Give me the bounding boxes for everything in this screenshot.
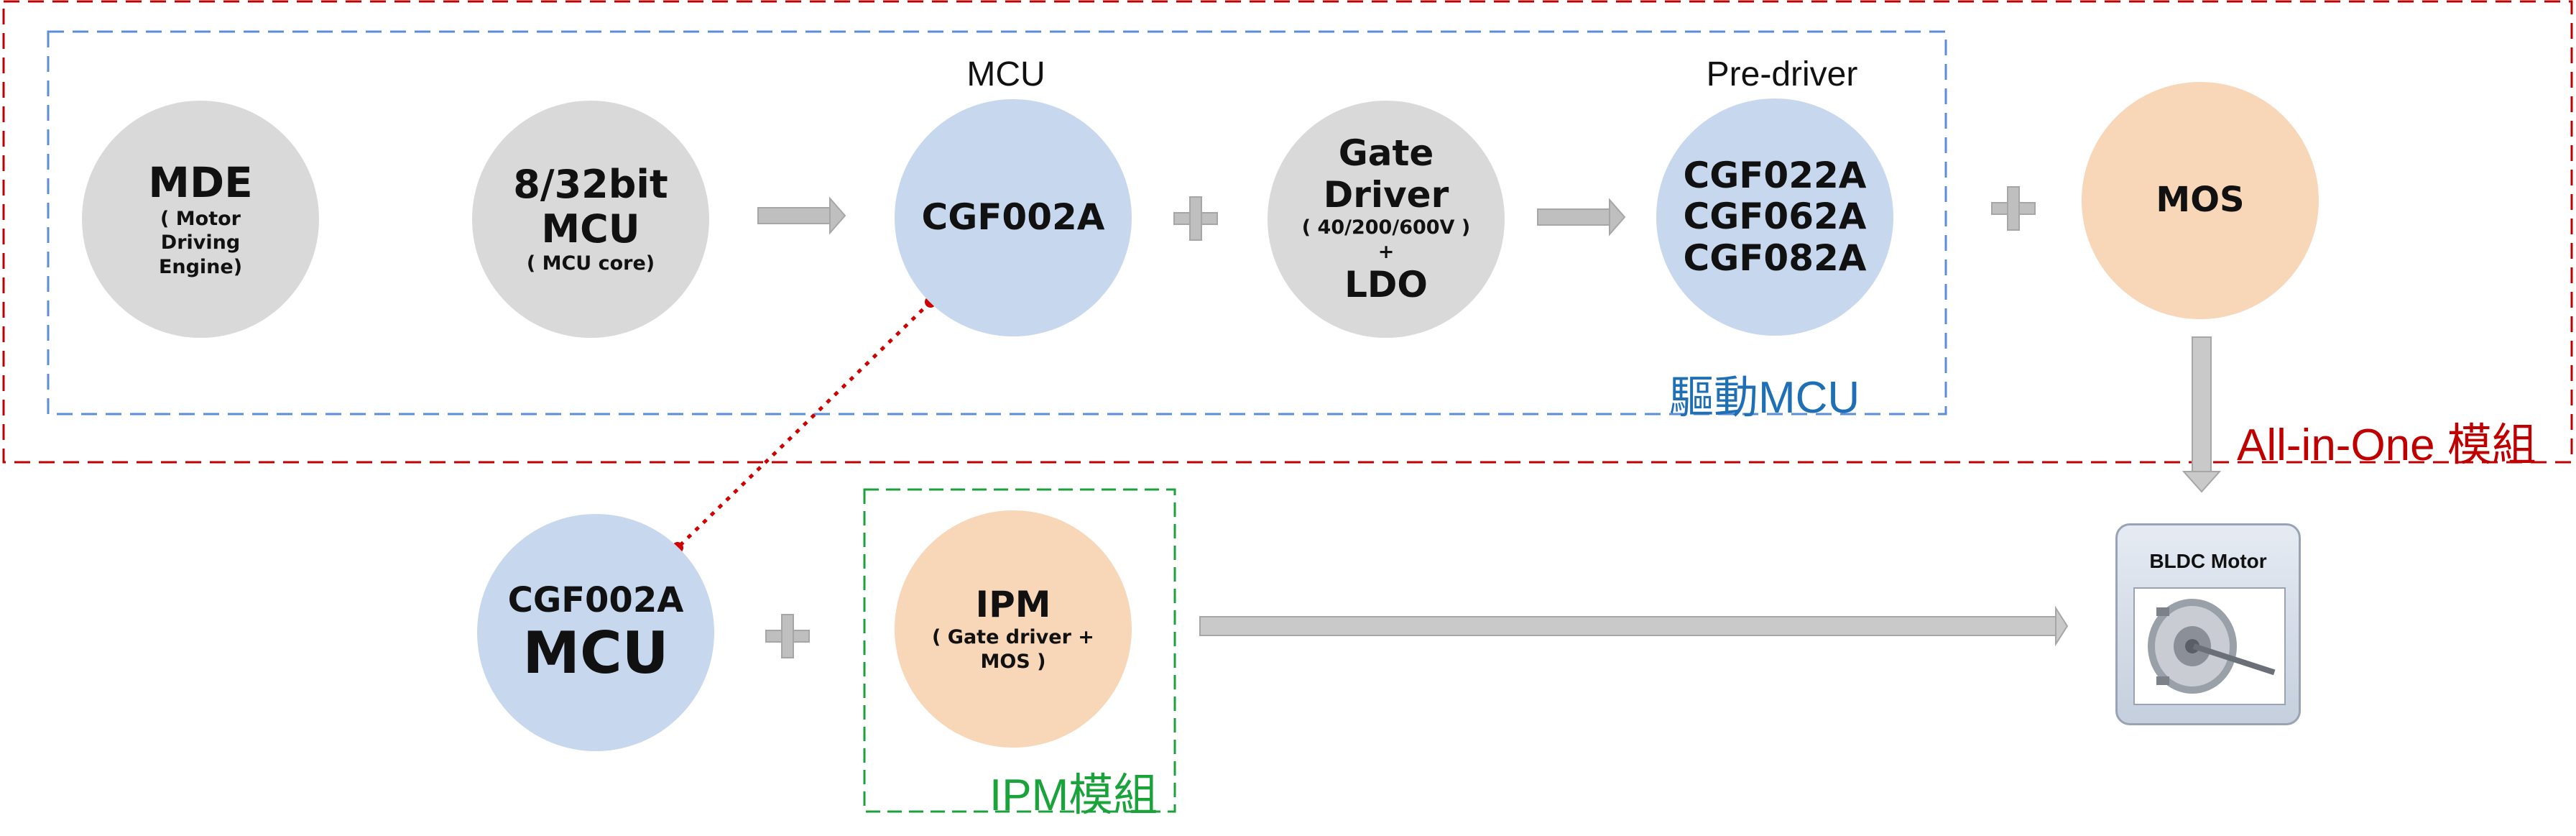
ipm-node: IPM ( Gate driver + MOS )	[895, 510, 1132, 748]
cgf002a-mcu-node: CGF002A MCU	[477, 514, 714, 751]
driver-mcu-frame	[47, 30, 1947, 415]
cgf002a-title: CGF002A	[921, 196, 1105, 239]
mde-node: MDE ( Motor Driving Engine)	[82, 101, 319, 338]
mos-title: MOS	[2156, 180, 2245, 221]
ipm-module-label: IPM模組	[989, 771, 1158, 820]
arrow-long-right-icon	[1199, 605, 2069, 647]
plus-icon	[1991, 186, 2036, 231]
cgf002a-mcu-subtitle: MCU	[522, 619, 669, 686]
arrow-down-icon	[2182, 336, 2222, 493]
predriver-line-2: CGF062A	[1683, 196, 1867, 238]
mde-title: MDE	[148, 158, 253, 208]
gate-driver-node: Gate Driver ( 40/200/600V ) + LDO	[1268, 101, 1505, 338]
predriver-line-1: CGF022A	[1683, 154, 1867, 196]
mos-node: MOS	[2082, 82, 2319, 319]
cgf002a-node: CGF002A	[895, 99, 1132, 336]
bldc-motor-title: BLDC Motor	[2149, 550, 2267, 572]
arrow-right-icon	[757, 196, 846, 235]
gate-driver-ldo: LDO	[1344, 263, 1428, 306]
cgf002a-mcu-title: CGF002A	[507, 580, 684, 621]
mcu-caption: MCU	[966, 55, 1045, 93]
plus-icon	[765, 614, 810, 658]
driver-mcu-label: 驅動MCU	[1669, 373, 1860, 423]
predriver-caption: Pre-driver	[1706, 55, 1858, 93]
arrow-right-icon	[1537, 198, 1626, 236]
plus-icon	[1173, 196, 1218, 241]
all-in-one-label: All-in-One 模組	[2237, 421, 2536, 470]
mcu-core-subtitle: ( MCU core)	[526, 252, 655, 275]
ipm-subtitle: ( Gate driver + MOS )	[932, 626, 1094, 673]
gate-driver-plus: +	[1377, 240, 1395, 263]
dotted-link	[672, 296, 936, 553]
mcu-core-title: 8/32bit MCU	[513, 162, 668, 252]
bldc-motor-box: BLDC Motor	[2115, 523, 2301, 725]
mcu-core-node: 8/32bit MCU ( MCU core)	[472, 101, 709, 338]
ipm-title: IPM	[975, 583, 1051, 625]
ipm-module-frame	[863, 488, 1176, 813]
predriver-line-3: CGF082A	[1683, 236, 1867, 279]
gate-driver-voltage: ( 40/200/600V )	[1301, 216, 1471, 239]
mde-subtitle: ( Motor Driving Engine)	[158, 207, 243, 279]
predriver-node: CGF022A CGF062A CGF082A	[1656, 98, 1893, 336]
motor-icon	[2133, 587, 2286, 705]
gate-driver-title: Gate Driver	[1323, 132, 1449, 216]
all-in-one-frame	[2, 0, 2573, 464]
